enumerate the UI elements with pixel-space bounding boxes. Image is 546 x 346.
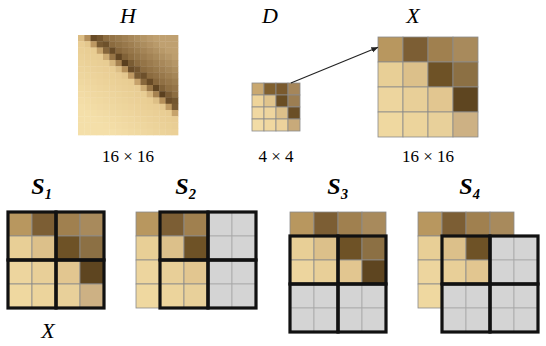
pixel-grid-cells (378, 37, 478, 137)
window-blocks (8, 212, 104, 308)
panel-heading: S₂ (175, 173, 197, 199)
subsample-grid: S₂ (160, 212, 256, 308)
pixel-grid: X16 × 16 (378, 37, 478, 137)
window-blocks (290, 236, 386, 332)
panel-heading: X (406, 4, 419, 28)
panel-heading: D (262, 4, 278, 28)
panel-caption: 16 × 16 (402, 148, 454, 167)
panel-heading: S₃ (327, 173, 349, 199)
small-grid-cells (252, 83, 300, 131)
subsample-grid: S₁X (8, 212, 104, 308)
subsample-grid: S₄ (442, 236, 538, 332)
image-patch: H16 × 16 (78, 35, 178, 135)
window-blocks (160, 212, 256, 308)
arrow-connector (291, 47, 378, 83)
panel-caption: 16 × 16 (102, 148, 154, 167)
panel-caption: 4 × 4 (258, 148, 293, 167)
panel-heading: S₄ (459, 173, 481, 199)
panel-caption: X (41, 319, 54, 343)
panel-heading: H (120, 4, 136, 28)
panel-heading: S₁ (31, 173, 53, 199)
subsample-grid: S₃ (290, 236, 386, 332)
shifted-grid-cells (418, 212, 514, 308)
image-patch-pixels (78, 35, 178, 135)
small-grid: D4 × 4 (252, 83, 300, 131)
window-blocks (442, 236, 538, 332)
shifted-grid-cells (8, 212, 104, 308)
